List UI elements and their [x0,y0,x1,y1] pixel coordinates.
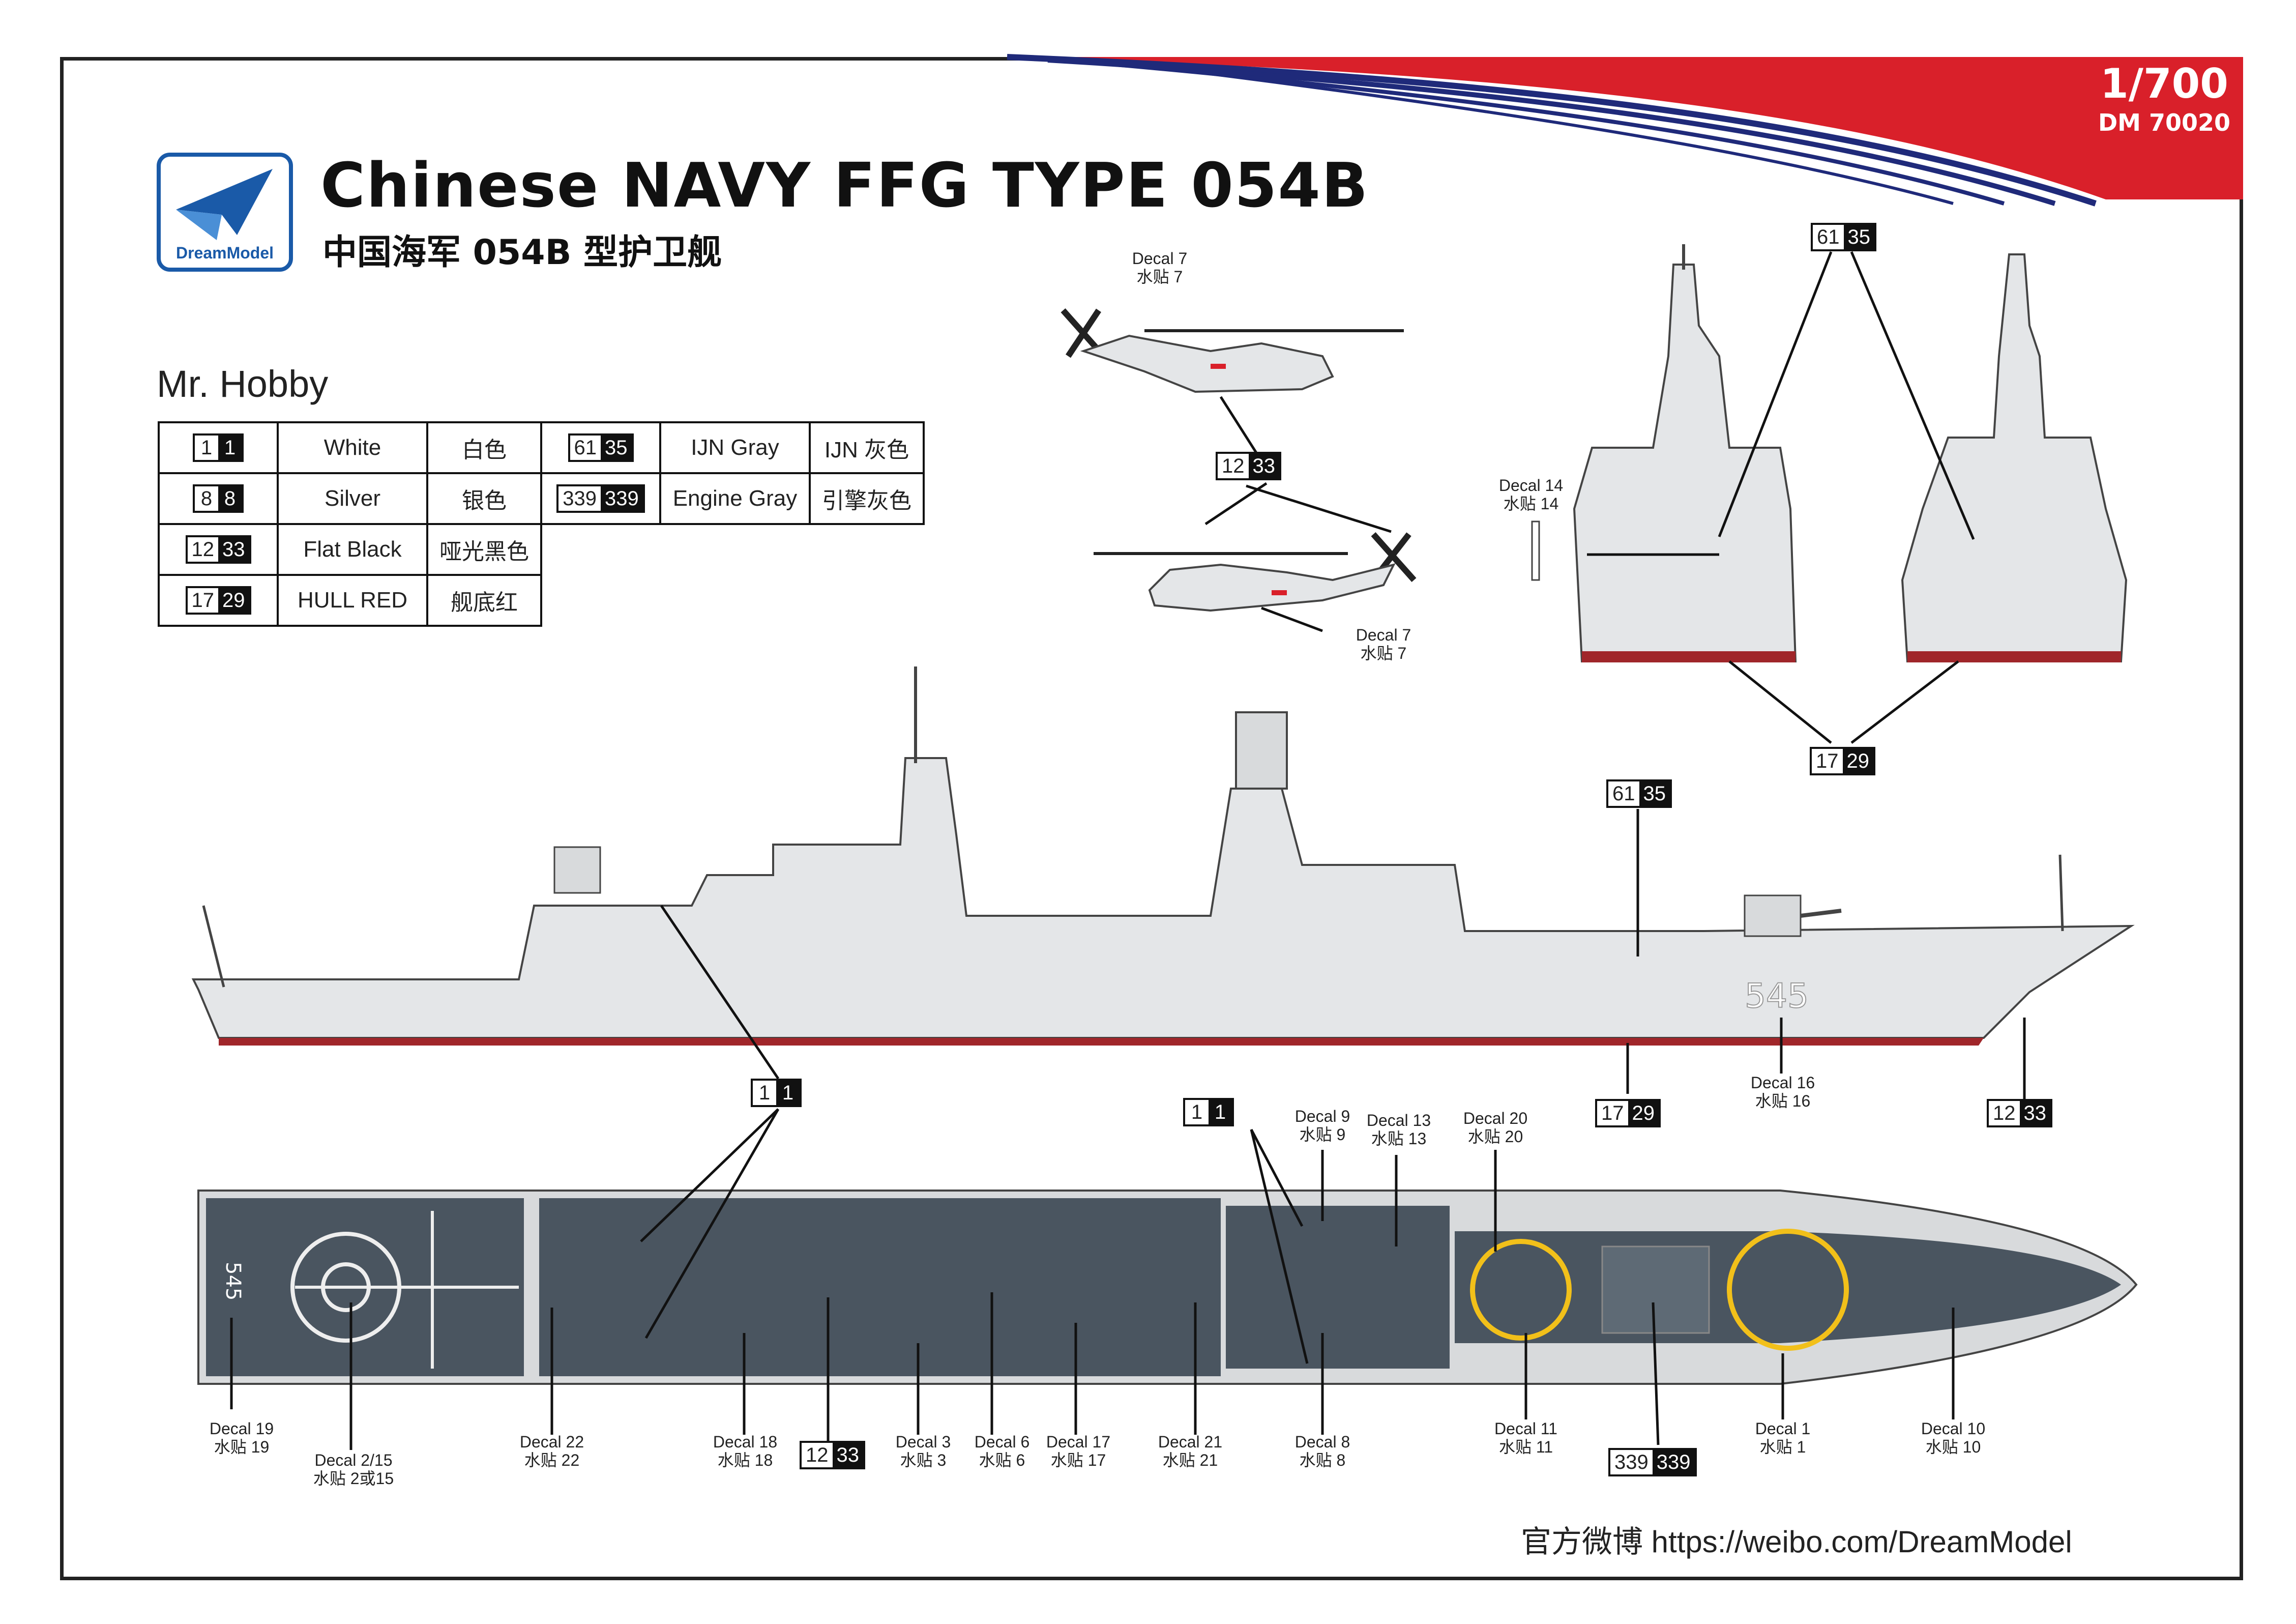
color-name-cn: 舰底红 [426,574,542,627]
color-name-cn: IJN 灰色 [809,421,925,474]
leader-lines [230,251,2026,1450]
paint-brand: Mr. Hobby [157,363,329,405]
color-name-cn: 哑光黑色 [426,523,542,576]
helicopter-side-view-1 [1061,308,1404,393]
footer-weibo: 官方微博 https://weibo.com/DreamModel [1521,1517,2072,1561]
paper-plane-icon [176,169,273,240]
brand-logo: DreamModel [157,153,293,272]
color-name: IJN Gray [659,421,811,474]
color-name-cn: 银色 [426,472,542,525]
hull-number: 545 [1745,976,1809,1016]
color-name: Silver [277,472,428,525]
weibo-label: 官方微博 [1521,1525,1643,1559]
brand-name: DreamModel [175,244,274,262]
ship-deck-view [197,1190,2138,1385]
deck-hull-number: 545 [221,1262,245,1300]
ship-bow-view [1901,253,2128,662]
scale-label: 1/700 [2100,60,2228,107]
page-title: Chinese NAVY FFG TYPE 054B [320,151,1369,221]
weibo-url[interactable]: https://weibo.com/DreamModel [1651,1525,2072,1559]
color-name: Flat Black [277,523,428,576]
color-name-cn: 引擎灰色 [809,472,925,525]
color-name: White [277,421,428,474]
color-name: HULL RED [277,574,428,627]
ship-side-profile [191,666,2135,1046]
page-subtitle: 中国海军 054B 型护卫舰 [322,233,722,273]
color-name-cn: 白色 [426,421,542,474]
ship-stern-view [1573,244,1797,662]
header-stripes [1007,54,2243,207]
helicopter-side-view-2 [1094,532,1417,612]
color-name: Engine Gray [659,472,811,525]
product-code: DM 70020 [2098,109,2230,136]
